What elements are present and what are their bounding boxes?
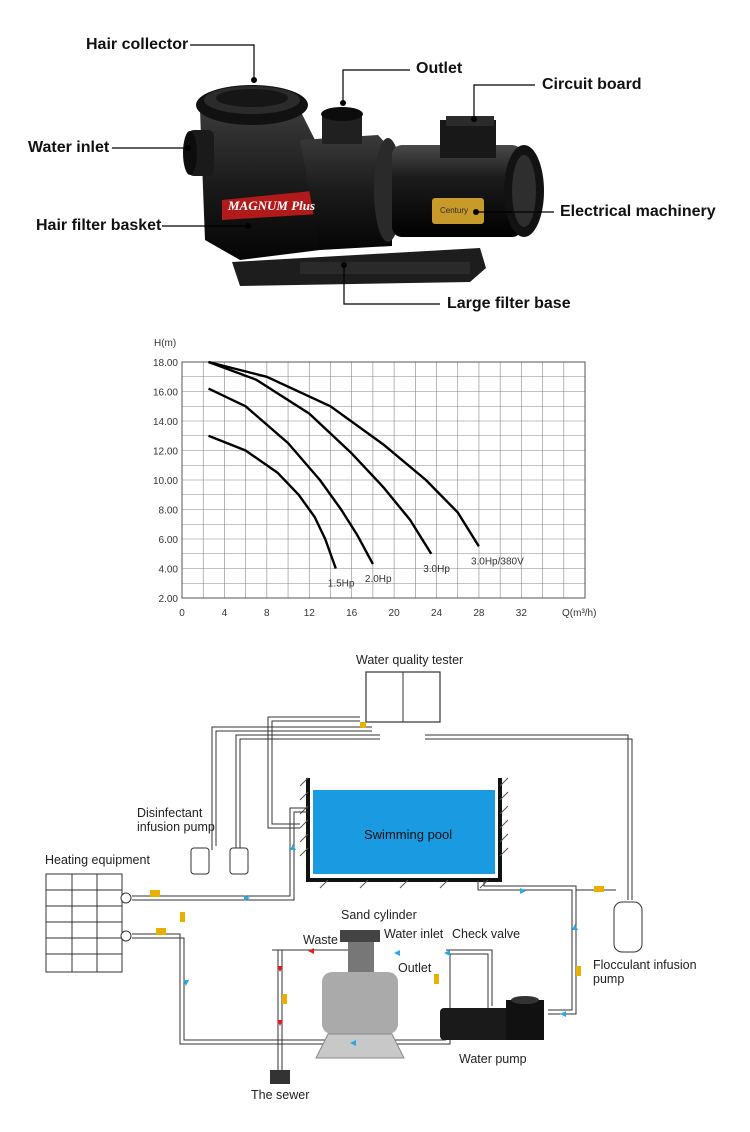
label-the-sewer: The sewer [251, 1088, 310, 1102]
motor [392, 145, 522, 237]
label-hair-filter-basket: Hair filter basket [36, 217, 162, 234]
chart-x-axis-label: Q(m³/h) [562, 608, 596, 619]
label-water-pump: Water pump [459, 1052, 527, 1066]
product-section: MAGNUM Plus Century Hair collector Outle… [0, 0, 750, 320]
label-water-inlet: Water inlet [384, 927, 444, 941]
performance-chart: 18.00 16.00 14.00 12.00 10.00 8.00 6.00 4.00 2.0… [0, 320, 750, 630]
chart-x-tick-label: 32 [516, 608, 528, 619]
chart-y-tick-label: 14.00 [153, 417, 178, 428]
chart-x-tick-label: 0 [179, 608, 185, 619]
heating-equipment [45, 873, 132, 973]
chart-y-tick-label: 4.00 [159, 565, 179, 576]
chart-x-tick-label: 12 [304, 608, 316, 619]
water-pump-small [440, 996, 544, 1040]
chart-series-line [208, 360, 480, 548]
brand-logo: MAGNUM Plus [228, 198, 316, 213]
disinfectant-tank-2 [229, 847, 249, 875]
chart-y-tick-label: 18.00 [153, 358, 178, 369]
chart-y-tick-label: 2.00 [159, 594, 179, 605]
chart-x-tick-label: 20 [389, 608, 401, 619]
chart-y-tick-label: 10.00 [153, 476, 178, 487]
label-outlet: Outlet [416, 60, 463, 77]
performance-chart-svg: 18.00 16.00 14.00 12.00 10.00 8.00 6.00 4.00 2.0… [153, 338, 596, 619]
chart-y-tick-label: 8.00 [159, 506, 179, 517]
label-outlet: Outlet [398, 961, 432, 975]
label-water-inlet: Water inlet [28, 139, 110, 156]
disinfectant-tank-1 [190, 847, 210, 875]
motor-plate-text: Century [440, 206, 469, 215]
label-swimming-pool: Swimming pool [364, 827, 453, 842]
chart-x-tick-label: 16 [346, 608, 358, 619]
chart-series-line [207, 387, 374, 565]
pipe-diagram-svg [45, 671, 643, 1084]
label-heating-equipment: Heating equipment [45, 853, 150, 867]
chart-series-label: 3.0Hp/380V [471, 556, 524, 567]
installation-diagram: Swimming pool [0, 640, 750, 1132]
label-circuit-board: Circuit board [542, 76, 642, 93]
label-water-quality-tester: Water quality tester [356, 653, 464, 667]
label-large-filter-base: Large filter base [447, 295, 571, 312]
chart-y-tick-label: 6.00 [159, 535, 179, 546]
chart-x-tick-label: 24 [431, 608, 443, 619]
chart-series-line [208, 434, 337, 569]
chart-y-axis-label: H(m) [154, 338, 176, 349]
chart-x-tick-label: 8 [264, 608, 270, 619]
chart-x-tick-label: 28 [473, 608, 485, 619]
sewer-grate [270, 1070, 290, 1084]
label-flocculant-infusion-pump: Flocculant infusion pump [593, 958, 697, 987]
chart-series-label: 3.0Hp [423, 564, 450, 575]
chart-series-line [208, 360, 433, 555]
chart-y-tick-label: 16.00 [153, 388, 178, 399]
chart-x-tick-label: 4 [222, 608, 228, 619]
label-check-valve: Check valve [452, 927, 521, 941]
flocculant-tank [613, 901, 643, 953]
pump-illustration [112, 44, 554, 305]
chart-frame [181, 361, 586, 599]
label-sand-cylinder: Sand cylinder [341, 908, 417, 922]
chart-y-tick-label: 12.00 [153, 447, 178, 458]
chart-series-label: 2.0Hp [365, 574, 392, 585]
sand-cylinder [315, 930, 405, 1059]
label-hair-collector: Hair collector [86, 36, 189, 53]
chart-series-label: 1.5Hp [328, 579, 355, 590]
label-waste: Waste [303, 933, 338, 947]
label-electrical-machinery: Electrical machinery [560, 203, 716, 220]
swimming-pool-water [313, 790, 495, 874]
label-disinfectant-infusion-pump: Disinfectant infusion pump [137, 806, 215, 835]
swimming-pool-walls [306, 778, 502, 882]
